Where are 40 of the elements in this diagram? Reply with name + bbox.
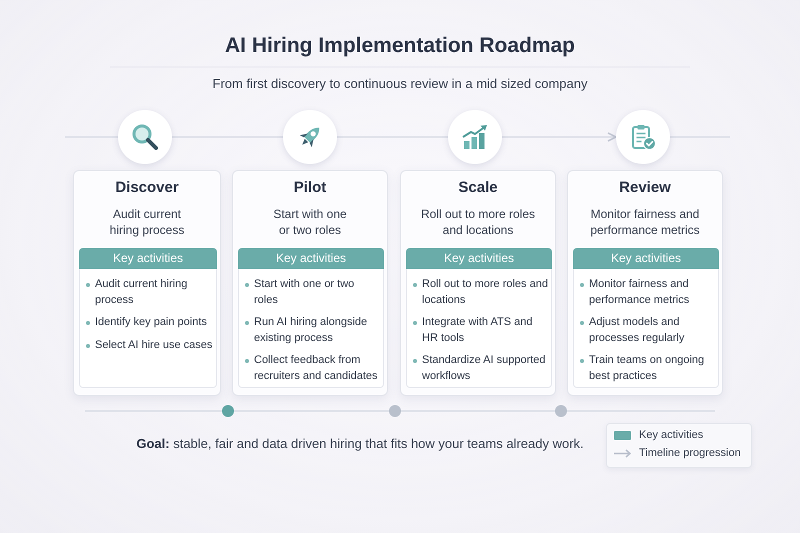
list-item: Start with one or two roles — [254, 277, 356, 308]
list-item: Identify key pain points — [95, 315, 207, 330]
list-item: Select AI hire use cases — [95, 338, 212, 352]
phase-card — [400, 170, 556, 396]
activities-panel — [406, 248, 552, 388]
diagram-title: AI Hiring Implementation Roadmap — [224, 34, 576, 58]
phase-title: Scale — [457, 179, 499, 197]
list-item: Run AI hiring alongside existing process — [254, 315, 368, 346]
section-header: Key activities — [79, 248, 217, 269]
timeline-arrow — [502, 132, 617, 142]
section-header: Key activities — [238, 248, 384, 269]
phase-title: Discover — [114, 179, 180, 197]
list-item: Audit current hiring process — [95, 277, 188, 308]
phase-card — [567, 170, 723, 396]
subtitle: From first discovery to continuous review in a mid sized company — [212, 75, 588, 92]
section-header: Key activities — [573, 248, 719, 269]
phase-description: Monitor fairness and performance metrics — [589, 206, 701, 238]
list-item: Standardize AI supported workflows — [422, 353, 547, 384]
activities-panel — [238, 248, 384, 388]
list-item: Monitor fairness and performance metrics — [589, 277, 690, 308]
list-item: Collect feedback from recruiters and candidates — [254, 353, 379, 384]
phase-card — [232, 170, 388, 396]
legend-label: Timeline progression — [639, 447, 741, 459]
phase-title: Review — [618, 179, 672, 197]
list-item: Train teams on ongoing best practices — [589, 353, 706, 384]
list-item: Integrate with ATS and HR tools — [422, 315, 534, 346]
activities-panel — [79, 248, 217, 388]
icon-circle — [448, 110, 502, 164]
phase-title: Pilot — [292, 179, 328, 197]
phase-description: Start with one or two roles — [272, 206, 348, 238]
phase-card — [73, 170, 221, 396]
list-item: Roll out to more roles and locations — [422, 277, 549, 308]
activities-panel — [573, 248, 719, 388]
legend-label: Key activities — [639, 429, 704, 441]
icon-circle — [118, 110, 172, 164]
phase-description: Roll out to more roles and locations — [420, 206, 536, 238]
phase-description: Audit current hiring process — [108, 206, 186, 238]
list-item: Adjust models and processes regularly — [589, 315, 686, 346]
section-header: Key activities — [406, 248, 552, 269]
goal-statement: Goal: stable, fair and data driven hiring that fits how your teams already work. — [135, 435, 585, 452]
